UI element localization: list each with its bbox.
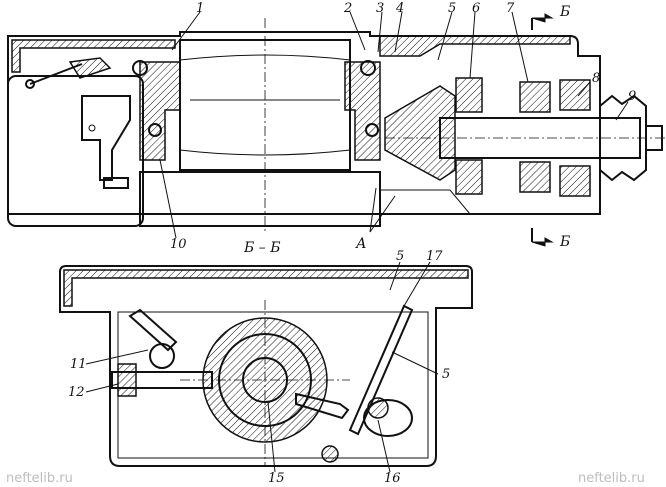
label-2: 2 — [343, 1, 352, 16]
label-5-bottom-top: 5 — [396, 249, 404, 264]
label-16: 16 — [384, 471, 401, 486]
label-8: 8 — [592, 71, 600, 86]
label-5-top: 5 — [448, 1, 456, 16]
counterweight — [363, 399, 413, 437]
leaders-bottom — [85, 261, 439, 473]
label-10: 10 — [170, 237, 187, 252]
bottom-top-cover — [63, 269, 469, 307]
diagonal-rod — [348, 304, 414, 436]
label-12: 12 — [68, 385, 85, 400]
housing-left-chamber — [7, 75, 144, 227]
label-7: 7 — [506, 1, 515, 16]
lever-assembly — [25, 57, 131, 189]
bearing-left-top — [132, 60, 148, 76]
bearing-7-low — [519, 161, 551, 193]
top-right-cover — [379, 35, 571, 57]
bearing-right-top — [360, 60, 376, 76]
bearing-left-bottom — [148, 123, 162, 137]
housing-bottom — [139, 171, 381, 227]
bevel-pinion — [384, 85, 456, 181]
bottom-housing-outline — [59, 265, 473, 467]
sprocket — [599, 94, 647, 182]
label-B-top: Б — [559, 4, 570, 20]
housing-outline — [7, 31, 601, 215]
section-caption: Б – Б — [243, 240, 280, 256]
shaft-end — [645, 125, 663, 151]
ring-gear-left — [139, 61, 181, 161]
lock-shaft-bearing — [117, 363, 137, 397]
label-17: 17 — [426, 249, 443, 264]
label-5-bottom-right: 5 — [442, 367, 450, 382]
label-B-bottom: Б — [559, 234, 570, 250]
label-11: 11 — [70, 357, 87, 372]
bearing-6 — [455, 77, 483, 113]
link-rod — [295, 392, 350, 420]
label-9: 9 — [628, 89, 636, 104]
bearing-right-bottom — [365, 123, 379, 137]
seal-8 — [559, 79, 591, 111]
watermark-right: neftelib.ru — [578, 471, 645, 486]
callout-labels: 1 2 3 4 5 6 7 8 9 10 А Б Б Б – Б 5 17 11… — [68, 1, 636, 486]
bearing-6-low — [455, 159, 483, 195]
bottom-section-view — [59, 261, 473, 473]
lock-shaft — [111, 371, 213, 389]
top-section-view — [7, 11, 666, 247]
left-cover — [11, 39, 176, 73]
pawl-arm — [128, 308, 178, 352]
leaders-top — [159, 11, 629, 239]
drain-plug — [321, 445, 339, 463]
label-1: 1 — [196, 1, 204, 16]
label-15: 15 — [268, 471, 285, 486]
watermark-left: neftelib.ru — [6, 471, 73, 486]
bearing-7 — [519, 81, 551, 113]
seal-8-low — [559, 165, 591, 197]
label-A: А — [355, 236, 367, 252]
label-3: 3 — [376, 1, 384, 16]
oil-bath — [380, 189, 590, 215]
label-4: 4 — [395, 1, 404, 16]
watermarks: neftelib.ru neftelib.ru — [6, 471, 645, 486]
label-6: 6 — [472, 1, 480, 16]
